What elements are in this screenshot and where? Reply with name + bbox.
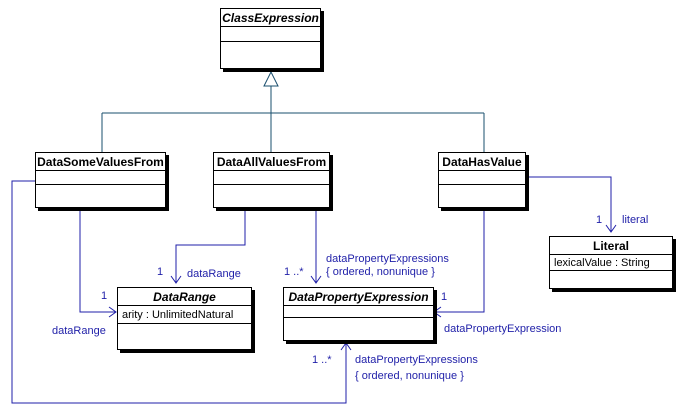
- all-to-dpe-multiplicity: 1 ..*: [284, 266, 304, 278]
- attributes-compartment: [284, 306, 433, 318]
- operations-compartment: [550, 271, 672, 288]
- class-name: DataSomeValuesFrom: [36, 155, 165, 171]
- class-name: Literal: [550, 237, 672, 255]
- class-expression-class: ClassExpression: [220, 8, 321, 69]
- generalization-arrowhead: [263, 70, 279, 87]
- some-to-range-role: dataRange: [52, 325, 106, 337]
- has-to-literal-multiplicity: 1: [596, 214, 603, 226]
- some-to-dpe-constraint: { ordered, nonunique }: [355, 370, 464, 382]
- attributes-compartment: [439, 171, 525, 185]
- has-to-literal-role: literal: [622, 214, 649, 226]
- literal-class: Literal lexicalValue : String: [549, 236, 673, 289]
- operations-compartment: [118, 324, 251, 349]
- class-name: DataPropertyExpression: [284, 288, 433, 306]
- has-to-dpe-multiplicity: 1: [441, 291, 448, 303]
- class-name: DataHasValue: [439, 153, 525, 171]
- class-name: DataRange: [118, 288, 251, 306]
- some-to-dpe-multiplicity: 1 ..*: [312, 354, 332, 366]
- association-has-to-dpe: [433, 208, 485, 318]
- data-property-expression-class: DataPropertyExpression: [283, 287, 434, 341]
- operations-compartment: [439, 185, 525, 207]
- operations-compartment: [284, 318, 433, 340]
- association-some-to-range: [79, 208, 117, 318]
- data-range-class: DataRange arity : UnlimitedNatural: [117, 287, 252, 350]
- data-has-value-class: DataHasValue: [438, 152, 526, 208]
- attributes-compartment: [36, 171, 165, 185]
- generalization-connector: [101, 70, 485, 152]
- has-to-dpe-role: dataPropertyExpression: [444, 323, 562, 335]
- association-all-to-dpe: [310, 208, 322, 284]
- all-to-range-role: dataRange: [187, 268, 241, 280]
- all-to-range-multiplicity: 1: [157, 266, 164, 278]
- data-some-values-from-class: DataSomeValuesFrom: [35, 152, 166, 208]
- association-has-to-literal: [526, 176, 617, 233]
- association-all-to-range: [170, 208, 246, 284]
- attributes-compartment: [221, 27, 320, 42]
- literal-attribute: lexicalValue : String: [550, 255, 672, 271]
- data-range-attribute: arity : UnlimitedNatural: [118, 306, 251, 324]
- association-some-to-dpe: [11, 180, 352, 404]
- some-to-dpe-role: dataPropertyExpressions: [355, 354, 478, 366]
- operations-compartment: [221, 42, 320, 68]
- class-name: DataAllValuesFrom: [214, 153, 329, 171]
- data-all-values-from-class: DataAllValuesFrom: [213, 152, 330, 208]
- operations-compartment: [214, 185, 329, 207]
- all-to-dpe-role: dataPropertyExpressions: [326, 253, 449, 265]
- some-to-range-multiplicity: 1: [101, 290, 108, 302]
- class-name: ClassExpression: [221, 11, 320, 27]
- operations-compartment: [36, 185, 165, 207]
- attributes-compartment: [214, 171, 329, 185]
- all-to-dpe-constraint: { ordered, nonunique }: [326, 266, 435, 278]
